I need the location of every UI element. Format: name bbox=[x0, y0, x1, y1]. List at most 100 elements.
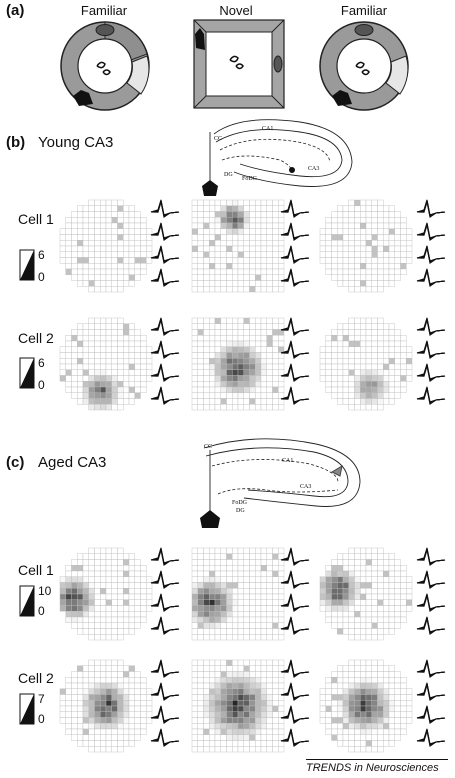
rate-map-bin bbox=[371, 240, 378, 247]
rate-map-bin bbox=[342, 211, 349, 218]
rate-map-bin bbox=[383, 268, 390, 275]
rate-map-bin bbox=[354, 671, 361, 678]
rate-map-bin bbox=[255, 682, 262, 689]
young-cell-1-rate-map-1 bbox=[59, 199, 153, 293]
rate-map-bin bbox=[191, 317, 198, 324]
rate-map-bin bbox=[266, 217, 273, 224]
rate-map-bin bbox=[220, 717, 227, 724]
rate-map-bin bbox=[140, 694, 147, 701]
rate-map-bin bbox=[388, 682, 395, 689]
rate-map-bin bbox=[82, 363, 89, 370]
rate-map-bin bbox=[220, 711, 227, 718]
rate-map-bin bbox=[197, 616, 204, 623]
rate-map-bin bbox=[243, 570, 250, 577]
rate-map-bin bbox=[394, 386, 401, 393]
rate-map-bin bbox=[348, 605, 355, 612]
rate-map-bin bbox=[197, 570, 204, 577]
rate-map-bin bbox=[100, 245, 107, 252]
rate-map-bin bbox=[128, 671, 135, 678]
rate-map-bin bbox=[123, 728, 130, 735]
rate-map-bin bbox=[128, 363, 135, 370]
rate-map-bin bbox=[117, 611, 124, 618]
rate-map-bin bbox=[65, 599, 72, 606]
rate-map-bin bbox=[88, 728, 95, 735]
rate-map-bin bbox=[65, 222, 72, 229]
rate-map-bin bbox=[383, 588, 390, 595]
rate-map-bin bbox=[77, 734, 84, 741]
rate-map-bin bbox=[94, 392, 101, 399]
rate-map-bin bbox=[237, 634, 244, 641]
rate-map-bin bbox=[255, 611, 262, 618]
rate-map-bin bbox=[226, 688, 233, 695]
rate-map-bin bbox=[377, 740, 384, 747]
rate-map-bin bbox=[394, 622, 401, 629]
rate-map-bin bbox=[220, 268, 227, 275]
rate-map-bin bbox=[214, 553, 221, 560]
rate-map-bin bbox=[337, 228, 344, 235]
rate-map-bin bbox=[82, 234, 89, 241]
rate-map-bin bbox=[348, 746, 355, 753]
rate-map-bin bbox=[134, 728, 141, 735]
rate-map-bin bbox=[82, 553, 89, 560]
rate-map-bin bbox=[255, 245, 262, 252]
rate-map-bin bbox=[197, 217, 204, 224]
rate-map-bin bbox=[77, 717, 84, 724]
young-cell-1-scale-min: 0 bbox=[38, 270, 45, 284]
rate-map-bin bbox=[77, 616, 84, 623]
rate-map-bin bbox=[140, 217, 147, 224]
rate-map-bin bbox=[371, 352, 378, 359]
rate-map-bin bbox=[220, 671, 227, 678]
rate-map-bin bbox=[394, 671, 401, 678]
rate-map-bin bbox=[383, 363, 390, 370]
rate-map-bin bbox=[226, 565, 233, 572]
rate-map-bin bbox=[266, 381, 273, 388]
rate-map-bin bbox=[77, 711, 84, 718]
rate-map-bin bbox=[266, 358, 273, 365]
rate-map-bin bbox=[266, 659, 273, 666]
rate-map-bin bbox=[383, 694, 390, 701]
novel-arena bbox=[193, 19, 285, 109]
rate-map-bin bbox=[111, 205, 118, 212]
rate-map-bin bbox=[105, 599, 112, 606]
rate-map-bin bbox=[88, 553, 95, 560]
rate-map-bin bbox=[406, 228, 413, 235]
rate-map-bin bbox=[128, 717, 135, 724]
spike-waveform-trace bbox=[150, 573, 180, 590]
rate-map-bin bbox=[100, 329, 107, 336]
rate-map-bin bbox=[111, 622, 118, 629]
rate-map-bin bbox=[249, 746, 256, 753]
rate-map-bin bbox=[348, 323, 355, 330]
rate-map-bin bbox=[220, 263, 227, 270]
rate-map-bin bbox=[94, 381, 101, 388]
rate-map-bin bbox=[88, 682, 95, 689]
rate-map-bin bbox=[260, 671, 267, 678]
spike-waveform-trace bbox=[150, 200, 180, 217]
rate-map-bin bbox=[325, 723, 332, 730]
rate-map-bin bbox=[388, 211, 395, 218]
rate-map-bin bbox=[237, 723, 244, 730]
rate-map-bin bbox=[191, 611, 198, 618]
rate-map-bin bbox=[100, 369, 107, 376]
rate-map-bin bbox=[388, 217, 395, 224]
rate-map-bin bbox=[209, 211, 216, 218]
rate-map-bin bbox=[128, 240, 135, 247]
rate-map-bin bbox=[377, 329, 384, 336]
rate-map-bin bbox=[209, 588, 216, 595]
rate-map-bin bbox=[123, 251, 130, 258]
rate-map-bin bbox=[255, 734, 262, 741]
rate-map-bin bbox=[255, 286, 262, 293]
rate-map-bin bbox=[232, 234, 239, 241]
rate-map-bin bbox=[88, 688, 95, 695]
rate-map-bin bbox=[348, 565, 355, 572]
rate-map-bin bbox=[260, 593, 267, 600]
rate-map-bin bbox=[65, 728, 72, 735]
rate-map-bin bbox=[134, 381, 141, 388]
rate-map-bin bbox=[371, 616, 378, 623]
rate-map-bin bbox=[197, 234, 204, 241]
rate-map-bin bbox=[226, 547, 233, 554]
rate-map-bin bbox=[383, 599, 390, 606]
rate-map-bin bbox=[272, 671, 279, 678]
rate-map-bin bbox=[406, 705, 413, 712]
rate-map-bin bbox=[237, 682, 244, 689]
rate-map-bin bbox=[360, 245, 367, 252]
